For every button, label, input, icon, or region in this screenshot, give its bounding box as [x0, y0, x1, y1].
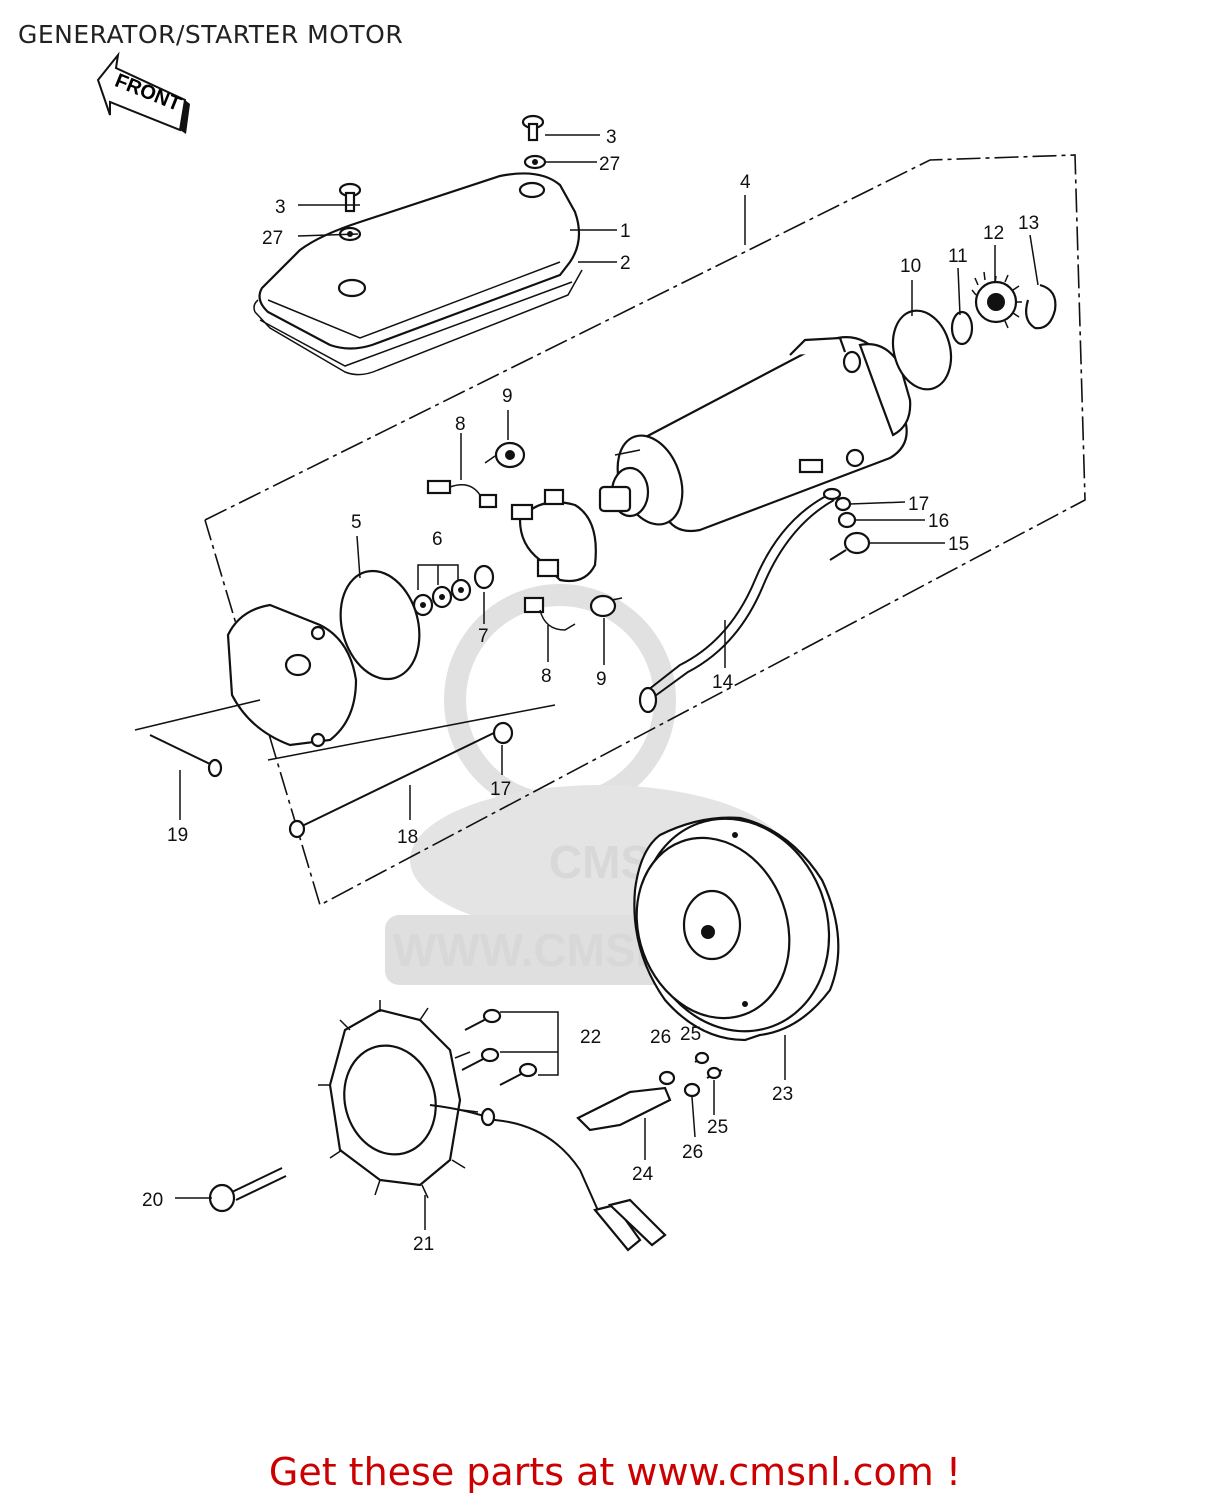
footer-suffix: !: [933, 1450, 962, 1494]
screw-3-lower: [338, 182, 362, 242]
callout-15: 15: [948, 534, 969, 555]
brush-holder: [510, 488, 597, 583]
callout-14: 14: [712, 672, 734, 693]
callout-13: 13: [1018, 213, 1039, 234]
stator-21: [318, 1000, 479, 1199]
watermark-logo-text: CMS: [549, 836, 651, 888]
bolt-18: [267, 704, 556, 839]
leader-lines: [175, 134, 1039, 1230]
generator-cover: [258, 172, 581, 350]
starter-motor: [598, 336, 912, 533]
nut-17-upper: [834, 496, 852, 512]
footer-link[interactable]: www.cmsnl.com: [626, 1450, 934, 1494]
callout-20: 20: [142, 1190, 163, 1211]
callout-7: 7: [478, 626, 489, 647]
callout-23: 23: [772, 1084, 793, 1105]
page-title: GENERATOR/STARTER MOTOR: [18, 20, 404, 49]
callout-16: 16: [928, 511, 949, 532]
callout-17: 17: [490, 779, 511, 800]
callout-4: 4: [740, 172, 751, 193]
callout-6: 6: [432, 529, 443, 550]
cover-gasket: [253, 269, 583, 376]
nut-17-lower: [492, 721, 514, 745]
callout-9: 9: [502, 386, 513, 407]
washer-16: [837, 511, 857, 529]
callout-25: 25: [707, 1117, 728, 1138]
callout-18: 18: [397, 827, 418, 848]
callout-24: 24: [632, 1164, 654, 1185]
circlip-11: [950, 310, 974, 346]
callout-3: 3: [275, 197, 286, 218]
callout-8: 8: [455, 414, 466, 435]
callout-11: 11: [948, 246, 968, 267]
callout-26: 26: [650, 1027, 671, 1048]
callout-21: 21: [413, 1234, 434, 1255]
callout-10: 10: [900, 256, 921, 277]
callout-17: 17: [908, 494, 929, 515]
bolt-19: [134, 699, 261, 820]
callout-12: 12: [983, 223, 1004, 244]
callout-8: 8: [541, 666, 552, 687]
callout-2: 2: [620, 253, 631, 274]
footer-prefix: Get these parts at: [268, 1450, 627, 1494]
callout-19: 19: [167, 825, 188, 846]
bolt-15: [829, 531, 871, 561]
bolt-set-22: [461, 1008, 559, 1086]
washer-set-6: [412, 564, 472, 617]
bolt-20: [208, 1167, 287, 1213]
front-label: FRONT: [112, 70, 184, 116]
stator-wire: [429, 1104, 667, 1252]
screw-3-upper: [521, 114, 547, 170]
callout-labels: 3 27 3 27 1 2 4 10 11 12 13 9 8 17 16 15…: [142, 127, 1039, 1255]
fasteners-25-26: [658, 1051, 723, 1098]
callout-9: 9: [596, 669, 607, 690]
callout-26: 26: [682, 1142, 703, 1163]
front-arrow-icon: FRONT: [96, 51, 190, 134]
brush-8-upper: [426, 433, 498, 509]
brush-9-lower: [589, 594, 623, 618]
starter-cable-14: [638, 487, 842, 714]
flywheel-23: [633, 816, 840, 1042]
circlip-13: [1025, 283, 1057, 330]
brush-8-lower: [523, 596, 576, 631]
callout-22: 22: [580, 1027, 601, 1048]
footer-banner: Get these parts at www.cmsnl.com !: [0, 1450, 1230, 1494]
starter-end-cover: [226, 603, 358, 748]
brush-9-upper: [484, 441, 526, 469]
bracket-24: [576, 1086, 672, 1132]
callout-5: 5: [351, 512, 362, 533]
gear-12: [971, 271, 1022, 329]
o-ring-5: [339, 569, 421, 681]
callout-25: 25: [680, 1024, 701, 1045]
washer-7: [473, 564, 495, 590]
callout-27: 27: [599, 154, 620, 175]
callout-3: 3: [606, 127, 617, 148]
callout-27: 27: [262, 228, 283, 249]
callout-1: 1: [620, 221, 631, 242]
